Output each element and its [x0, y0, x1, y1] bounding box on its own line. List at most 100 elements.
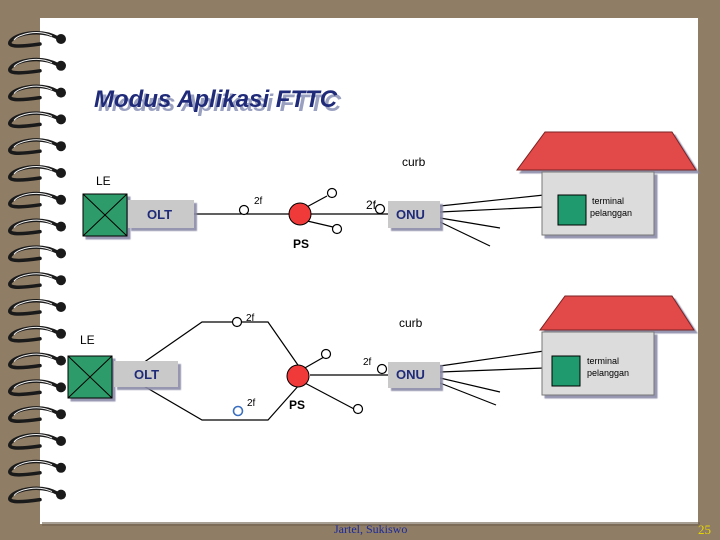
ps-label: PS — [293, 237, 309, 251]
binding-ring — [8, 84, 66, 102]
house-roof-b — [539, 295, 695, 331]
binding-hole — [56, 194, 66, 205]
binding-ring — [8, 57, 66, 75]
page-number: 25 — [698, 522, 711, 537]
connector-down-b — [352, 403, 364, 415]
binding-ring — [8, 191, 66, 209]
binding-ring — [8, 245, 66, 263]
binding-hole — [56, 275, 66, 286]
link-drop-lowest — [439, 221, 491, 247]
slide-paper — [40, 18, 698, 524]
binding-ring — [8, 165, 66, 182]
freq-right-label-b: 2f — [363, 357, 372, 368]
binding-hole — [56, 409, 66, 420]
binding-hole — [56, 34, 66, 44]
binding-highlight — [13, 273, 53, 282]
slide-title-front: Modus Aplikasi FTTC — [94, 86, 338, 113]
binding-ring — [8, 299, 66, 316]
ps-label-b: PS — [289, 398, 305, 412]
binding-ring — [8, 325, 66, 343]
binding-highlight — [13, 112, 53, 121]
binding-ring — [8, 459, 66, 477]
binding-hole — [56, 87, 66, 98]
binding-highlight — [13, 487, 53, 496]
binding-hole — [56, 168, 66, 178]
binding-hole — [56, 248, 66, 259]
binding-ring — [8, 406, 66, 423]
slide-title: Modus Aplikasi FTTC — [98, 90, 342, 117]
freq-right-label: 2f — [366, 198, 377, 212]
curb-label-b: curb — [399, 316, 423, 330]
paper-shadow — [42, 522, 700, 526]
binding-hole — [56, 114, 66, 125]
onu-box-b — [388, 362, 440, 388]
binding-highlight — [13, 380, 53, 389]
binding-hole — [56, 302, 66, 312]
connector-ring-upper — [231, 316, 243, 328]
onu-label-b: ONU — [396, 367, 425, 382]
binding-highlight — [13, 353, 53, 362]
olt-label-b: OLT — [134, 367, 159, 382]
connector-right — [374, 203, 386, 215]
le-label: LE — [96, 174, 111, 188]
binding-highlight — [13, 139, 53, 148]
binding-hole — [56, 328, 66, 339]
binding-highlight — [13, 460, 53, 470]
curb-label: curb — [402, 155, 426, 169]
link-drop-upper-b — [439, 350, 545, 367]
connector-ring-lower — [232, 405, 244, 417]
binding-ring — [8, 31, 66, 48]
binding-ring — [8, 486, 66, 504]
binding-highlight — [13, 300, 53, 309]
binding-highlight — [13, 407, 53, 416]
olt-box — [128, 200, 194, 228]
diagram-bottom: LE OLT PS 2f 2f 2f ONU curb terminal pel… — [67, 295, 695, 421]
binding-highlight — [13, 166, 53, 175]
link-drop-lowest-b — [439, 382, 497, 406]
binding-ring — [8, 352, 66, 370]
binding-ring — [8, 379, 66, 397]
link-drop-middle — [439, 206, 545, 213]
connector-up-b — [320, 348, 332, 360]
binding-highlight — [13, 32, 53, 41]
binding-hole — [56, 355, 66, 366]
passive-splitter — [288, 202, 312, 226]
binding-highlight — [13, 326, 53, 336]
olt-box-b — [114, 361, 178, 387]
binding-highlight — [13, 219, 53, 228]
connector-down — [331, 223, 343, 235]
binding-ring — [8, 272, 66, 289]
binding-ring — [8, 218, 66, 236]
binding-hole — [56, 489, 66, 500]
binding-highlight — [13, 434, 53, 443]
terminal-label-line2-b: pelanggan — [587, 368, 629, 378]
terminal-box — [557, 194, 587, 226]
house-roof — [516, 131, 697, 171]
passive-splitter-b — [286, 364, 310, 388]
binding-hole — [56, 221, 66, 232]
binding-ring — [8, 138, 66, 155]
binding-highlight — [13, 58, 53, 68]
footer-credit: Jartel, Sukiswo — [334, 522, 407, 536]
onu-box — [388, 201, 440, 228]
le-cross-b — [82, 193, 128, 237]
binding-ring — [8, 111, 66, 129]
link-drop-lower — [439, 217, 501, 229]
freq-lower-label-b: 2f — [247, 398, 256, 409]
binding-hole — [56, 436, 66, 446]
binding-highlight — [13, 85, 53, 94]
binding-hole — [56, 382, 66, 393]
link-drop-upper — [439, 194, 545, 207]
terminal-box-b — [551, 355, 581, 387]
connector-up — [326, 187, 338, 199]
diagram-top: LE OLT PS 2f 2f ONU curb terminal pelang… — [82, 131, 697, 251]
link-ring-lower — [129, 377, 301, 421]
terminal-label-line2: pelanggan — [590, 208, 632, 218]
link-splitter-up-b — [302, 356, 325, 370]
terminal-label-line1: terminal — [592, 196, 624, 206]
le-cross-b-b — [67, 355, 113, 399]
connector-right-b — [376, 363, 388, 375]
binding-hole — [56, 141, 66, 152]
link-drop-middle-b — [439, 367, 545, 373]
